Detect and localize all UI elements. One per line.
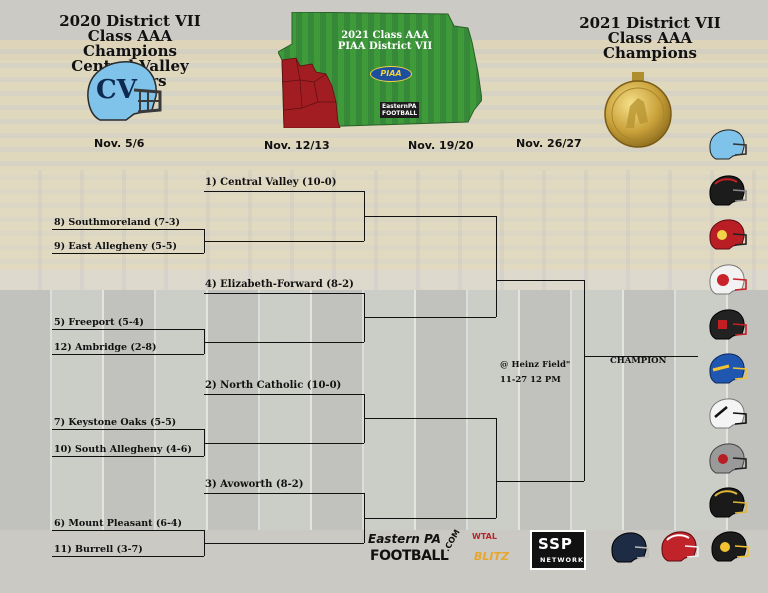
bracket-line-r1-east-allegheny xyxy=(52,253,204,254)
bracket-line-r2-winner-b xyxy=(204,342,364,343)
bracket-line-final-top xyxy=(496,280,584,281)
bracket-line-r1-south-allegheny xyxy=(52,456,204,457)
bracket-line-r2-elizabeth-forward xyxy=(204,293,364,294)
bracket-team-ambridge: 12) Ambridge (2-8) xyxy=(54,342,157,353)
bracket-team-elizabeth-forward: 4) Elizabeth-Forward (8-2) xyxy=(205,279,354,290)
easternpa-football-logo: Eastern PA FOOTBALL .COM xyxy=(368,527,462,574)
map-easternpa-logo: EasternPA FOOTBALL xyxy=(380,102,420,118)
right-title-line-2: Class AAA Champions xyxy=(603,29,697,62)
bracket-connector-sf-bottom xyxy=(496,418,497,518)
map-logo-line-1: EasternPA xyxy=(382,103,417,110)
gray-helmet xyxy=(709,443,747,474)
easternpa-logo-line-2: FOOTBALL xyxy=(370,548,449,564)
stadium-seats xyxy=(0,170,768,290)
ssp-network-logo: SSP NETWORK xyxy=(530,530,586,570)
white-black-helmet xyxy=(709,398,747,429)
map-logo-line-2: FOOTBALL xyxy=(382,110,418,117)
wtal-logo-line-2: BLITZ xyxy=(474,550,509,563)
bracket-line-r1-keystone-oaks xyxy=(52,429,204,430)
bracket-line-r2-north-catholic xyxy=(204,394,364,395)
white-red-helmet xyxy=(709,264,747,295)
red-helmet xyxy=(709,219,747,250)
map-title: 2021 Class AAA PIAA District VII xyxy=(330,30,440,52)
left-title-line-1: 2020 District VII xyxy=(59,12,201,30)
black-gold-helmet xyxy=(709,487,747,518)
final-time: 11-27 12 PM xyxy=(500,375,561,385)
bracket-connector-r1-b xyxy=(204,329,205,354)
bracket-line-r1-freeport xyxy=(52,329,204,330)
round-3-date: Nov. 19/20 xyxy=(408,139,474,152)
football-field xyxy=(0,290,768,530)
wtal-blitz-logo: WTAL BLITZ xyxy=(466,530,518,570)
bracket-line-final-bottom xyxy=(496,481,584,482)
map-title-line-2: PIAA District VII xyxy=(337,41,433,52)
bracket-line-r2-winner-a xyxy=(204,241,364,242)
bracket-line-champion xyxy=(584,356,698,357)
bracket-line-r2-winner-c xyxy=(204,443,364,444)
bracket-line-sf-c xyxy=(364,418,496,419)
bracket-team-avoworth: 3) Avoworth (8-2) xyxy=(205,479,304,490)
field-yard-lines xyxy=(0,290,768,530)
bracket-team-south-allegheny: 10) South Allegheny (4-6) xyxy=(54,444,192,455)
bracket-team-mount-pleasant: 6) Mount Pleasant (6-4) xyxy=(54,518,182,529)
red-white-helmet xyxy=(661,531,699,562)
bracket-connector-sf-top xyxy=(496,216,497,317)
bracket-team-freeport: 5) Freeport (5-4) xyxy=(54,317,144,328)
bracket-team-keystone-oaks: 7) Keystone Oaks (5-5) xyxy=(54,417,177,428)
black-red-helmet-2 xyxy=(709,309,747,340)
easternpa-logo-line-3: .COM xyxy=(442,527,462,554)
bracket-connector-r1-c xyxy=(204,429,205,456)
bracket-line-r1-southmoreland xyxy=(52,229,204,230)
black-red-helmet-1 xyxy=(709,175,747,206)
champion-label: CHAMPION xyxy=(610,356,667,366)
bracket-line-r1-burrell xyxy=(52,556,204,557)
bracket-line-sf-b xyxy=(364,317,496,318)
blue-helmet xyxy=(709,353,747,384)
round-2-date: Nov. 12/13 xyxy=(264,139,330,152)
ssp-logo-line-2: NETWORK xyxy=(540,556,585,564)
bracket-line-r1-mount-pleasant xyxy=(52,530,204,531)
right-title: 2021 District VII Class AAA Champions xyxy=(560,16,740,61)
bracket-line-r2-avoworth xyxy=(204,493,364,494)
piaa-logo: PIAA xyxy=(370,66,412,82)
navy-helmet xyxy=(611,532,649,563)
bracket-team-east-allegheny: 9) East Allegheny (5-5) xyxy=(54,241,177,252)
map-title-line-1: 2021 Class AAA xyxy=(341,30,429,41)
wtal-logo-line-1: WTAL xyxy=(472,532,497,541)
central-valley-helmet-large: CV xyxy=(87,61,162,121)
bracket-line-r2-central-valley xyxy=(204,191,364,192)
ssp-logo-line-1: SSP xyxy=(538,535,573,553)
bracket-team-central-valley: 1) Central Valley (10-0) xyxy=(205,177,337,188)
easternpa-logo-line-1: Eastern PA xyxy=(368,532,441,546)
bracket-line-sf-d xyxy=(364,518,496,519)
left-title-line-2: Class AAA Champions xyxy=(83,27,177,60)
bracket-team-burrell: 11) Burrell (3-7) xyxy=(54,544,143,555)
round-4-date: Nov. 26/27 xyxy=(516,137,582,150)
final-venue: @ Heinz Field" xyxy=(500,360,571,370)
black-yellow-helmet xyxy=(711,531,749,562)
gold-medal-icon xyxy=(604,72,672,148)
bracket-team-southmoreland: 8) Southmoreland (7-3) xyxy=(54,217,181,228)
round-1-date: Nov. 5/6 xyxy=(94,137,145,150)
bracket-line-r2-winner-d xyxy=(204,543,364,544)
bracket-line-r1-ambridge xyxy=(52,354,204,355)
bracket-connector-final xyxy=(584,280,585,481)
bracket-line-sf-a xyxy=(364,216,496,217)
right-title-line-1: 2021 District VII xyxy=(579,14,721,32)
central-valley-helmet xyxy=(709,129,747,160)
bracket-team-north-catholic: 2) North Catholic (10-0) xyxy=(205,380,342,391)
svg-text:CV: CV xyxy=(96,75,138,105)
